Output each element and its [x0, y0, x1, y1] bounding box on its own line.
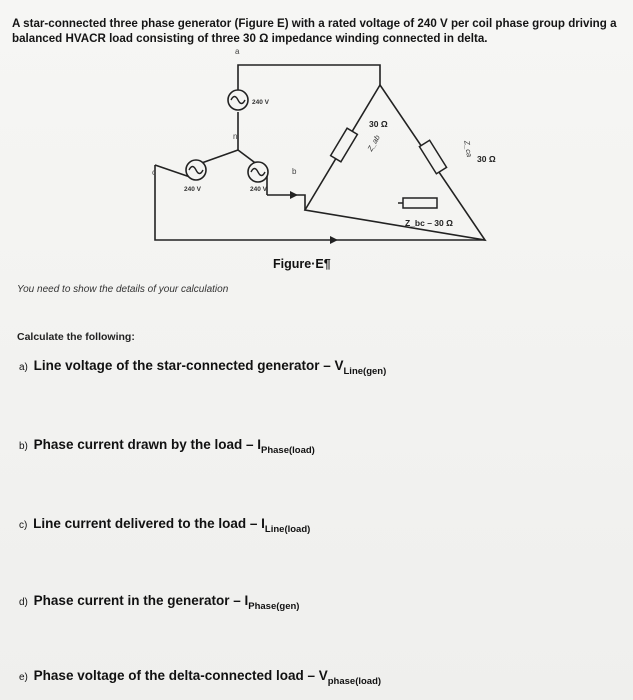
question-a-letter: a): [19, 362, 28, 373]
node-c-label: c: [152, 168, 156, 177]
source-c-voltage: 240 V: [184, 186, 202, 193]
problem-statement: A star-connected three phase generator (…: [12, 16, 622, 46]
circuit-diagram: a n c b 240 V 240 V 240 V 30 Ω Z_ab 30 Ω…: [152, 47, 496, 244]
source-a-voltage: 240 V: [252, 99, 270, 106]
question-e-subscript: phase(load): [327, 676, 382, 687]
node-n-label: n: [233, 132, 237, 141]
problem-statement-line-1: A star-connected three phase generator (…: [12, 17, 617, 30]
node-a-label: a: [235, 47, 240, 56]
z-ab-name: Z_ab: [365, 133, 382, 153]
z-ab-resistor: [329, 127, 359, 163]
question-e-text: Phase voltage of the delta-connected loa…: [33, 668, 328, 683]
question-b-text: Phase current drawn by the load – I: [33, 437, 261, 452]
problem-statement-line-2: balanced HVACR load consisting of three …: [12, 32, 488, 45]
source-b-voltage: 240 V: [250, 186, 268, 193]
question-d-letter: d): [19, 597, 28, 608]
source-b-icon: [247, 161, 269, 195]
question-b-subscript: Phase(load): [260, 445, 315, 456]
figure-caption: Figure·E¶: [273, 257, 331, 271]
arrow-bottom-wire: [330, 236, 338, 244]
question-a: a) Line voltage of the star-connected ge…: [19, 358, 386, 377]
question-e-letter: e): [19, 672, 28, 683]
z-bc-resistor: [398, 197, 438, 209]
question-c-subscript: Line(load): [264, 524, 311, 535]
question-d-subscript: Phase(gen): [248, 601, 300, 612]
z-ca-value: 30 Ω: [477, 154, 496, 164]
question-d-text: Phase current in the generator – I: [33, 593, 249, 608]
question-c-text: Line current delivered to the load – I: [33, 516, 265, 531]
z-ca-resistor: [418, 139, 448, 175]
arrow-b-wire: [290, 191, 298, 199]
question-c: c) Line current delivered to the load – …: [19, 516, 310, 535]
question-a-subscript: Line(gen): [343, 366, 387, 377]
node-b-label: b: [292, 167, 297, 176]
question-b: b) Phase current drawn by the load – IPh…: [19, 437, 315, 456]
question-a-text: Line voltage of the star-connected gener…: [33, 358, 344, 373]
source-c-icon: [185, 159, 207, 181]
question-e: e) Phase voltage of the delta-connected …: [19, 668, 381, 687]
z-ca-name: Z_ca: [462, 139, 474, 158]
z-ab-value: 30 Ω: [369, 119, 388, 129]
calculate-heading: Calculate the following:: [17, 331, 135, 343]
z-bc-label: Z_bc – 30 Ω: [405, 218, 453, 228]
source-a-icon: [227, 89, 249, 111]
question-b-letter: b): [19, 441, 28, 452]
question-d: d) Phase current in the generator – IPha…: [19, 593, 299, 612]
calculation-note: You need to show the details of your cal…: [17, 284, 229, 295]
question-c-letter: c): [19, 520, 28, 531]
